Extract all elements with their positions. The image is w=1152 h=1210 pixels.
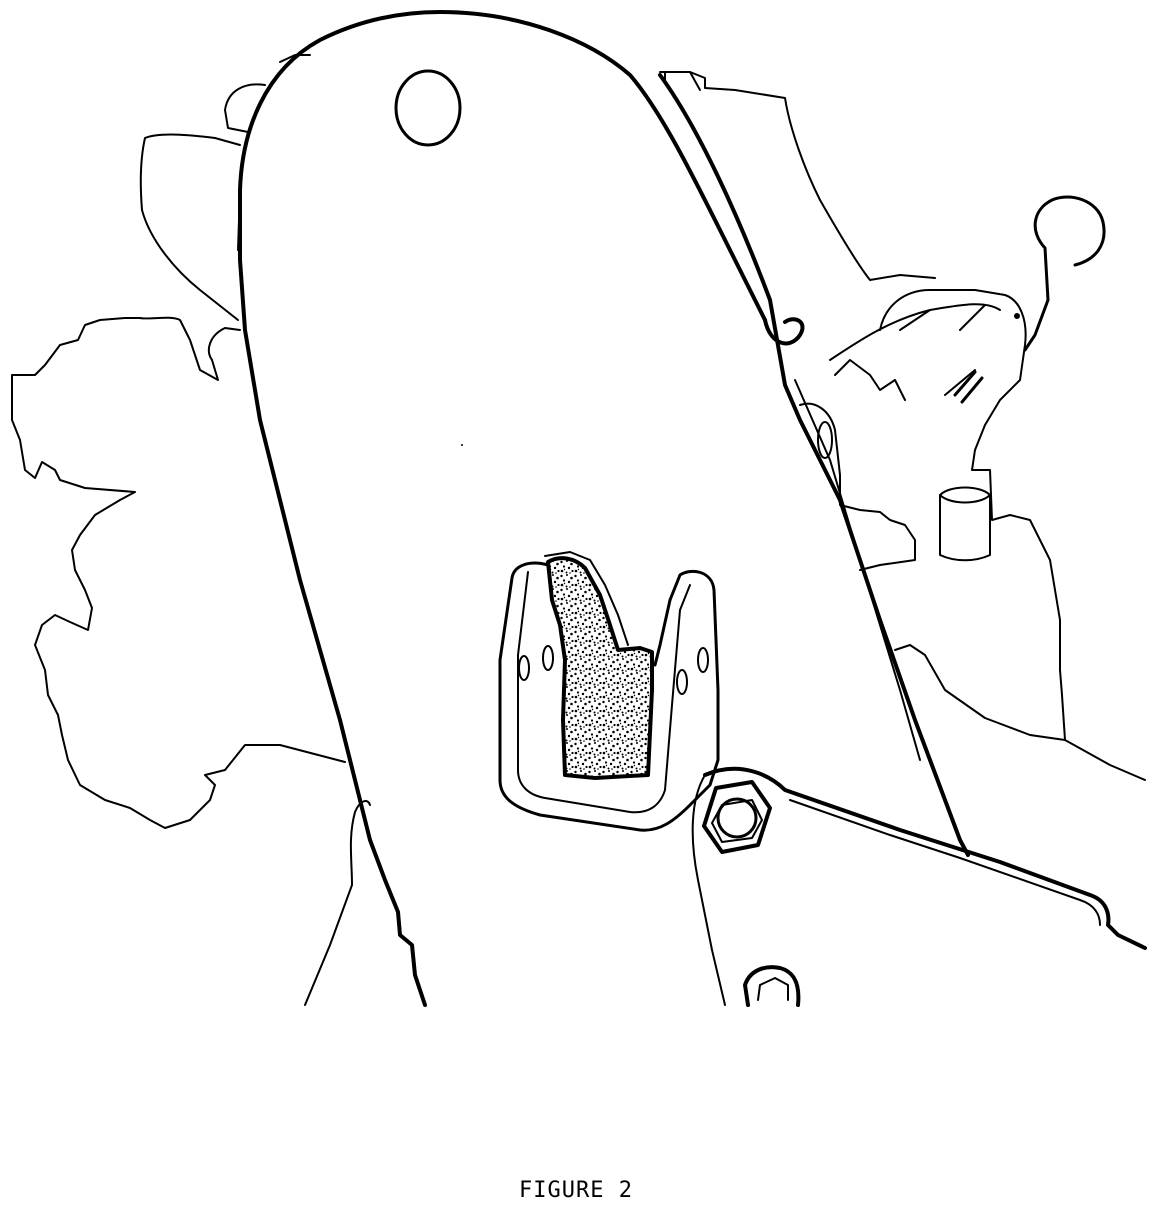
engine-housing-outline: [11, 316, 346, 829]
u-mount-bracket: [498, 561, 720, 832]
hex-bolt-center: [716, 797, 758, 839]
figure-caption: FIGURE 2: [519, 1178, 633, 1203]
base-plate-side: [691, 774, 726, 1006]
damper-pad: [546, 556, 654, 780]
linkage-plate-outline: [879, 289, 1066, 741]
swing-arm-inner-edge: [237, 189, 251, 361]
mount-hole-4: [697, 647, 709, 673]
hex-bolt-flats: [711, 799, 763, 843]
base-plate-outline: [703, 766, 1147, 950]
mount-hole-3: [676, 669, 688, 695]
mount-hole-1: [518, 655, 530, 681]
base-plate-inner: [789, 799, 1101, 926]
linkage-lever: [829, 303, 1001, 401]
arm-right-edge: [658, 73, 970, 857]
u-mount-inner: [517, 571, 691, 814]
technical-line-drawing: [11, 10, 1147, 1007]
upper-housing-tab: [664, 71, 701, 91]
linkage-slot: [953, 370, 984, 404]
pivot-boss-hole: [817, 421, 833, 459]
arm-hook: [763, 317, 805, 346]
spring-hook: [1023, 195, 1106, 352]
hex-bolt: [702, 780, 772, 854]
swing-arm-outline: [238, 10, 767, 1007]
damper-pad-edge: [544, 551, 629, 646]
pivot-hole: [394, 69, 462, 147]
bushing-cylinder: [939, 486, 991, 562]
arm-inner-rib: [794, 379, 921, 761]
linkage-pin: [1014, 313, 1020, 319]
pivot-boss: [799, 402, 916, 571]
support-leg: [304, 799, 371, 1006]
lower-bolt-head: [757, 977, 789, 1001]
lower-housing-outline: [894, 644, 1146, 781]
stray-dot: [461, 444, 463, 446]
lower-bolt: [743, 965, 801, 1007]
mount-hole-2: [542, 645, 554, 671]
rear-bracket-outline: [139, 133, 241, 321]
upper-housing-outline: [659, 71, 936, 281]
